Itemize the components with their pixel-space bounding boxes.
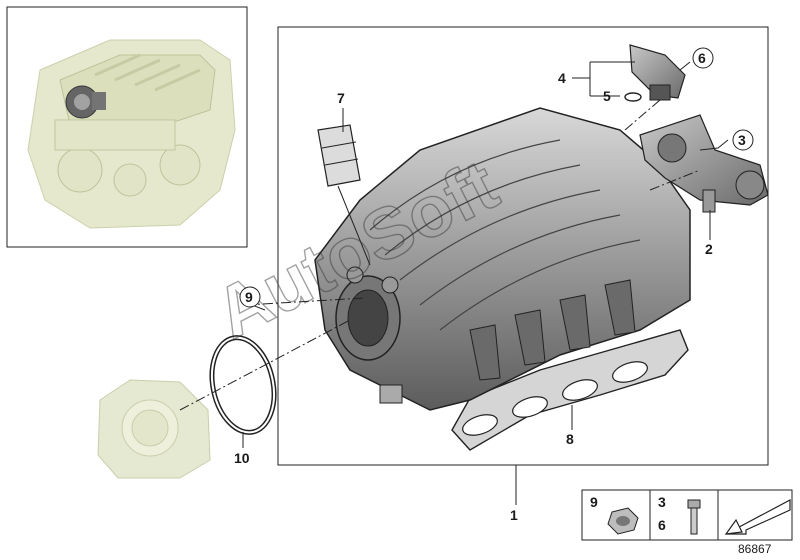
callout-5: 5 (603, 88, 611, 104)
fastener-legend: 9 3 6 (581, 489, 793, 541)
callout-3-circle (732, 129, 754, 151)
drawing-number: 86867 (738, 542, 772, 556)
hex-nut-icon (607, 507, 639, 535)
seal-ring (209, 335, 277, 435)
callout-6-circle (692, 47, 714, 69)
intake-manifold (314, 107, 691, 411)
callout-9-circle (239, 286, 261, 308)
callout-1: 1 (510, 507, 518, 523)
o-ring (624, 92, 642, 102)
engine-illustration (27, 39, 236, 229)
legend-bolt-label-bottom: 6 (658, 517, 666, 533)
main-assembly-frame (277, 26, 769, 466)
callout-8: 8 (566, 431, 574, 447)
callout-4: 4 (558, 70, 566, 86)
assembly-guide-lines (179, 99, 701, 411)
callout-3: 3 (738, 132, 746, 148)
callout-6: 6 (698, 50, 706, 66)
manifold-gasket (451, 329, 689, 451)
legend-nut-label: 9 (590, 494, 598, 510)
pressure-sensor (624, 44, 686, 102)
throttle-body-faded (97, 379, 211, 479)
holder-clip (317, 124, 371, 266)
highlighted-throttle-icon (65, 85, 106, 119)
bolt-icon (687, 499, 701, 535)
direction-arrow-icon (724, 499, 791, 535)
legend-bolt-label-top: 3 (658, 494, 666, 510)
engine-overview-inset (6, 6, 248, 248)
callout-9: 9 (245, 289, 253, 305)
callout-2: 2 (705, 241, 713, 257)
callout-10: 10 (234, 450, 250, 466)
actuator-motor (639, 114, 769, 213)
callout-7: 7 (337, 90, 345, 106)
